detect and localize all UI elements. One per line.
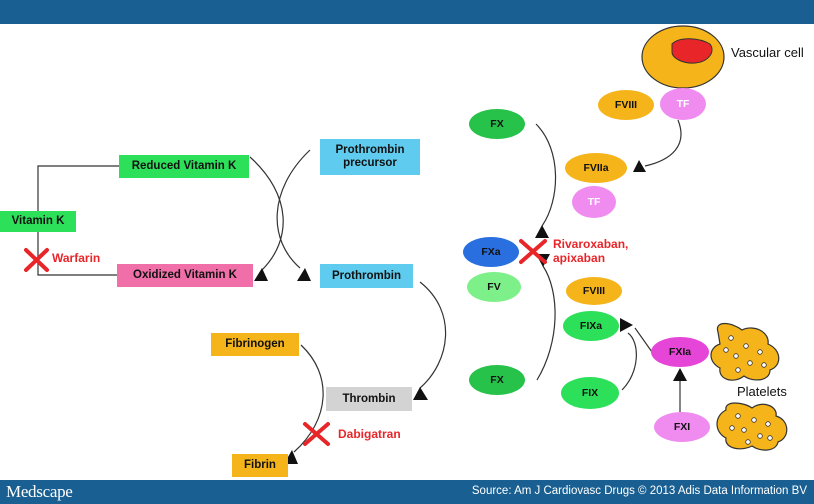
prothrombin-precursor-node: Prothrombin precursor (320, 139, 420, 175)
thrombin-node: Thrombin (326, 387, 412, 411)
fibrinogen-node: Fibrinogen (211, 333, 299, 356)
reduced-vitamin-k-node: Reduced Vitamin K (119, 155, 249, 178)
oxidized-vitamin-k-node: Oxidized Vitamin K (117, 264, 253, 287)
fxi-node: FXI (654, 412, 710, 442)
fviia-node: FVIIa (565, 153, 627, 183)
source-citation: Source: Am J Cardiovasc Drugs © 2013 Adi… (471, 485, 807, 497)
platelets-label: Platelets (737, 384, 787, 399)
fxia-node: FXIa (651, 337, 709, 367)
medscape-logo: Medscape (6, 482, 73, 501)
platelet-lower-granules (729, 413, 773, 445)
fix-node: FIX (561, 377, 619, 409)
reduced-to-oxidized-curve (249, 156, 284, 271)
fx-to-fxa-curve-bottom (536, 265, 556, 381)
dabigatran-cross-icon (303, 422, 330, 446)
top-bar (0, 0, 814, 24)
arrowhead-fxa-top (535, 225, 549, 238)
footer-bar: Medscape Source: Am J Cardiovasc Drugs ©… (0, 480, 814, 504)
fx-bottom-node: FX (469, 365, 525, 395)
vitamin-k-node: Vitamin K (0, 211, 76, 232)
tf-mid-node: TF (572, 186, 616, 218)
fibrinogen-to-fibrin-curve (293, 344, 324, 453)
fixa-node: FIXa (563, 311, 619, 341)
arrowhead-fixa (620, 318, 633, 332)
vitk-cycle-upper-line (37, 165, 119, 212)
prothrombin-to-thrombin-curve (419, 281, 447, 389)
tf-to-fviia-curve (644, 119, 682, 167)
fxa-node: FXa (463, 237, 519, 267)
platelet-upper-granules (723, 335, 767, 373)
rivaroxaban-cross-icon (519, 239, 547, 264)
dabigatran-label: Dabigatran (338, 427, 401, 441)
fv-node: FV (467, 272, 521, 302)
arrowhead-fviia (633, 160, 646, 172)
fx-to-fxa-curve-top (535, 123, 557, 227)
fxia-to-fixa-line (634, 327, 653, 353)
fix-to-fixa-curve (621, 332, 637, 391)
fviii-mid-node: FVIII (566, 277, 622, 305)
warfarin-cross-icon (24, 248, 49, 272)
warfarin-label: Warfarin (52, 251, 101, 265)
fviii-top-node: FVIII (598, 90, 654, 120)
arrowhead-fxia (673, 368, 687, 381)
platelet-lower (716, 402, 788, 451)
prothrombin-node: Prothrombin (320, 264, 413, 288)
fibrin-node: Fibrin (232, 454, 288, 477)
fx-top-node: FX (469, 109, 525, 139)
vitk-cycle-lower-line (37, 232, 117, 276)
arrowhead-oxidized (254, 268, 268, 281)
vascular-cell-nucleus (671, 38, 713, 64)
precursor-to-prothrombin-curve (276, 149, 311, 269)
rivaroxaban-label-line2: apixaban (553, 251, 606, 265)
coagulation-diagram (24, 25, 788, 464)
arrowhead-prothrombin (297, 268, 311, 281)
arrowhead-thrombin (413, 387, 428, 400)
vascular-cell-label: Vascular cell (731, 45, 804, 60)
tf-top-node: TF (660, 88, 706, 120)
platelet-upper (710, 322, 780, 381)
rivaroxaban-label-line1: Rivaroxaban, (553, 237, 629, 251)
